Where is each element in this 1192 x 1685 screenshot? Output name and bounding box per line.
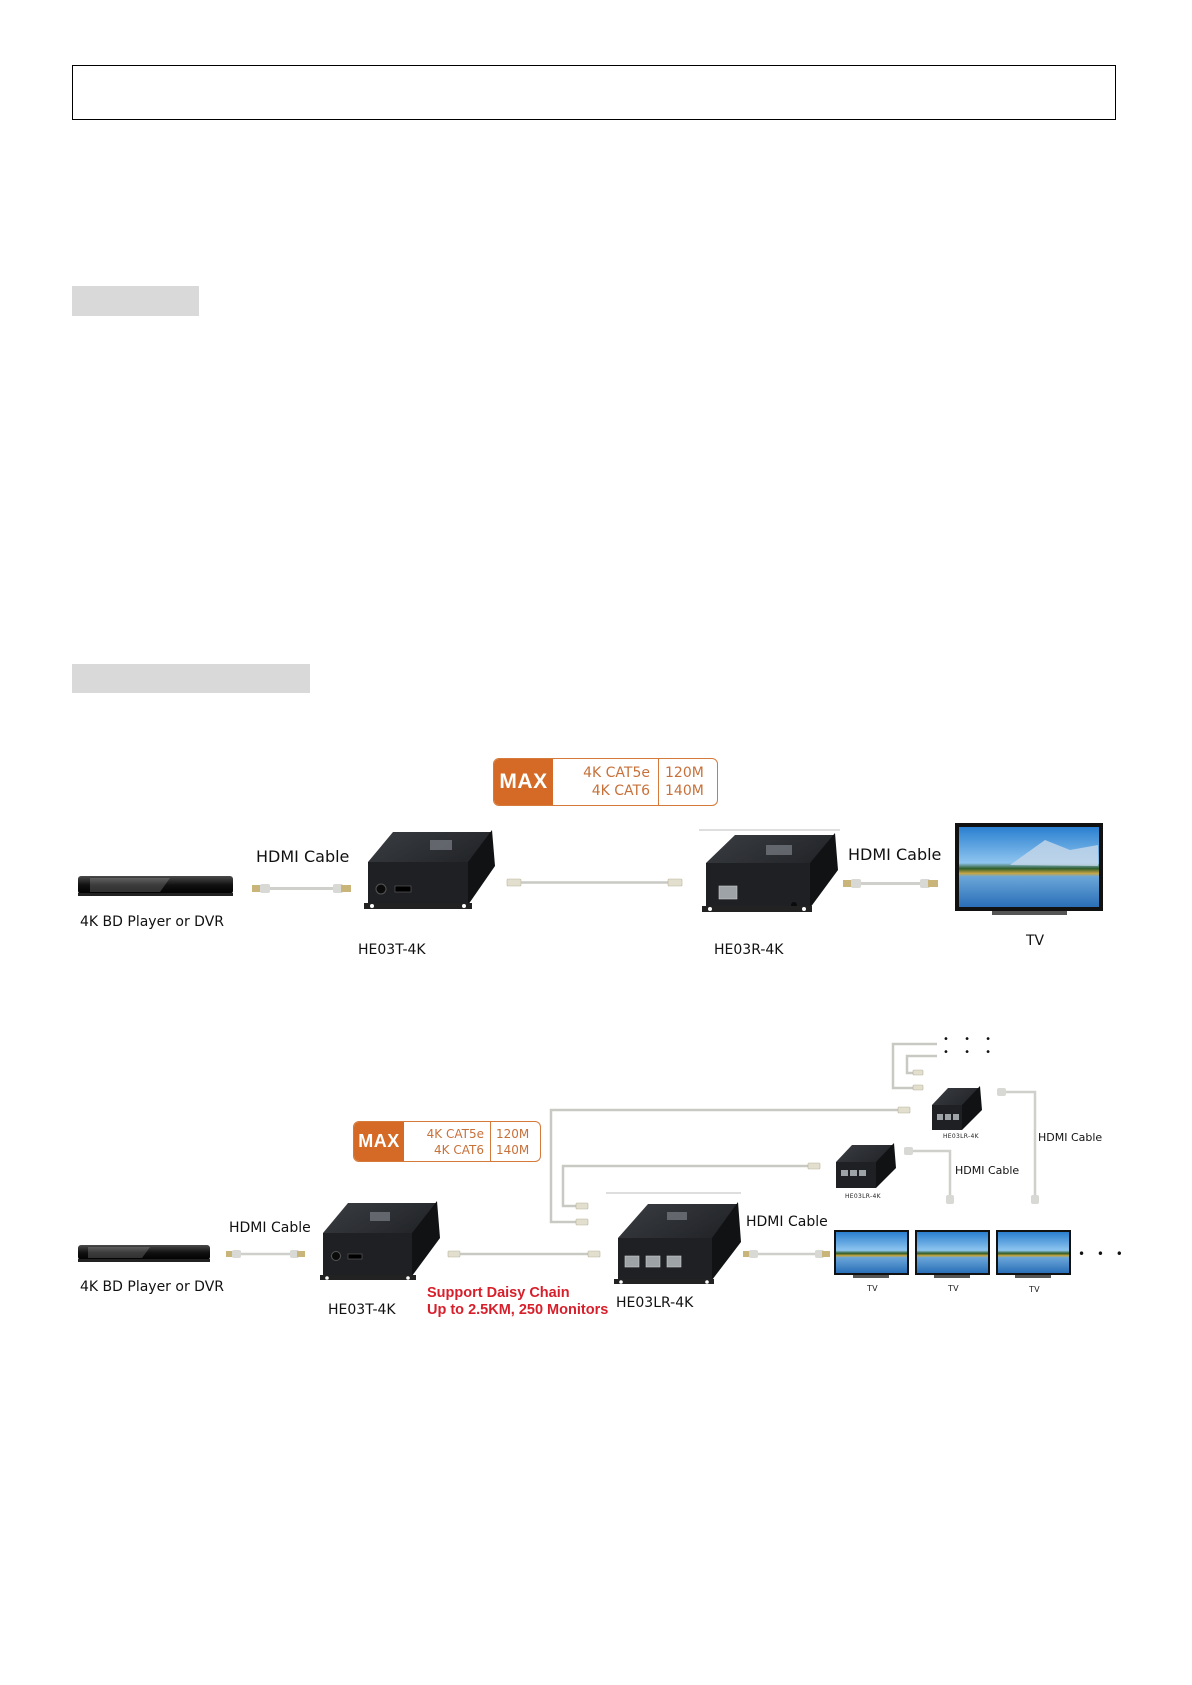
transmitter-device-icon xyxy=(320,1201,440,1280)
main-receiver-label: HE03LR-4K xyxy=(616,1295,694,1311)
transmitter-label: HE03T-4K xyxy=(358,942,426,958)
badge-distance-cat6: 140M xyxy=(665,783,704,799)
hdmi-drop-cables xyxy=(912,1090,1037,1196)
cat-cable-icon xyxy=(506,878,683,887)
receiver-label: HE03R-4K xyxy=(714,942,784,958)
section-heading-bar-1 xyxy=(72,286,199,316)
hdmi-cable-label-right: HDMI Cable xyxy=(848,845,942,864)
badge-cable-cat6: 4K CAT6 xyxy=(591,783,650,799)
header-box xyxy=(72,65,1116,120)
tv-label: TV xyxy=(948,1284,959,1293)
tv-icon xyxy=(834,1230,909,1278)
badge-distance-cat6: 140M xyxy=(496,1142,530,1157)
more-tvs-ellipsis: • • • xyxy=(1078,1247,1127,1261)
cat-cable-icon xyxy=(447,1250,601,1258)
main-receiver-device-icon xyxy=(614,1202,741,1284)
daisy-chain-note-line2: Up to 2.5KM, 250 Monitors xyxy=(427,1302,609,1318)
daisy-chain-note-line1: Support Daisy Chain xyxy=(427,1285,570,1301)
section-heading-bar-2 xyxy=(72,664,310,693)
badge-distance-column: 120M 140M xyxy=(659,759,704,805)
daisy-chain-cables xyxy=(549,1042,937,1224)
hdmi-cable-icon xyxy=(843,879,938,888)
hdmi-cable-label-main: HDMI Cable xyxy=(746,1214,828,1230)
transmitter-label: HE03T-4K xyxy=(328,1302,396,1318)
badge-cable-column: 4K CAT5e 4K CAT6 xyxy=(553,759,659,805)
chained-receiver-label: HE03LR-4K xyxy=(943,1133,979,1140)
tv-label: TV xyxy=(1026,933,1045,949)
hdmi-connectors xyxy=(904,1088,1039,1204)
daisy-chain-note: Support Daisy Chain Up to 2.5KM, 250 Mon… xyxy=(427,1285,608,1319)
tv-label: TV xyxy=(1029,1285,1040,1294)
badge-distance-cat5e: 120M xyxy=(665,765,704,781)
badge-max-label: MAX xyxy=(354,1122,404,1161)
hdmi-cable-icon xyxy=(743,1250,830,1258)
bd-player-icon xyxy=(78,1245,210,1262)
tv-icon xyxy=(955,823,1103,915)
hdmi-cable-icon xyxy=(252,884,351,893)
badge-cable-cat6: 4K CAT6 xyxy=(434,1142,484,1157)
more-receivers-ellipsis: • • • xyxy=(943,1047,998,1058)
receiver-device-icon xyxy=(702,833,838,912)
chained-receiver-icon xyxy=(836,1143,896,1188)
transmitter-device-icon xyxy=(364,830,495,909)
tv-icon xyxy=(915,1230,990,1278)
chained-hdmi-cable-label: HDMI Cable xyxy=(1038,1131,1103,1144)
more-receivers-ellipsis: • • • xyxy=(943,1034,998,1045)
chained-receiver-label: HE03LR-4K xyxy=(845,1193,881,1200)
badge-cable-column: 4K CAT5e 4K CAT6 xyxy=(404,1122,491,1161)
source-device-label: 4K BD Player or DVR xyxy=(80,914,224,930)
chained-hdmi-cable-label: HDMI Cable xyxy=(955,1164,1020,1177)
tv-label: TV xyxy=(867,1284,878,1293)
hdmi-cable-label-left: HDMI Cable xyxy=(256,847,350,866)
bd-player-icon xyxy=(78,876,233,896)
badge-max-label: MAX xyxy=(494,759,553,805)
cat-connectors xyxy=(575,1069,924,1226)
tv-icon xyxy=(996,1230,1071,1278)
source-device-label: 4K BD Player or DVR xyxy=(80,1279,224,1295)
hdmi-cable-label-left: HDMI Cable xyxy=(229,1220,311,1236)
chained-receiver-icon xyxy=(932,1086,982,1130)
max-distance-badge: MAX 4K CAT5e 4K CAT6 120M 140M xyxy=(353,1121,541,1162)
badge-distance-column: 120M 140M xyxy=(491,1122,529,1161)
badge-cable-cat5e: 4K CAT5e xyxy=(583,765,650,781)
hdmi-cable-icon xyxy=(226,1250,305,1258)
badge-distance-cat5e: 120M xyxy=(496,1126,530,1141)
max-distance-badge: MAX 4K CAT5e 4K CAT6 120M 140M xyxy=(493,758,718,806)
badge-cable-cat5e: 4K CAT5e xyxy=(426,1126,484,1141)
